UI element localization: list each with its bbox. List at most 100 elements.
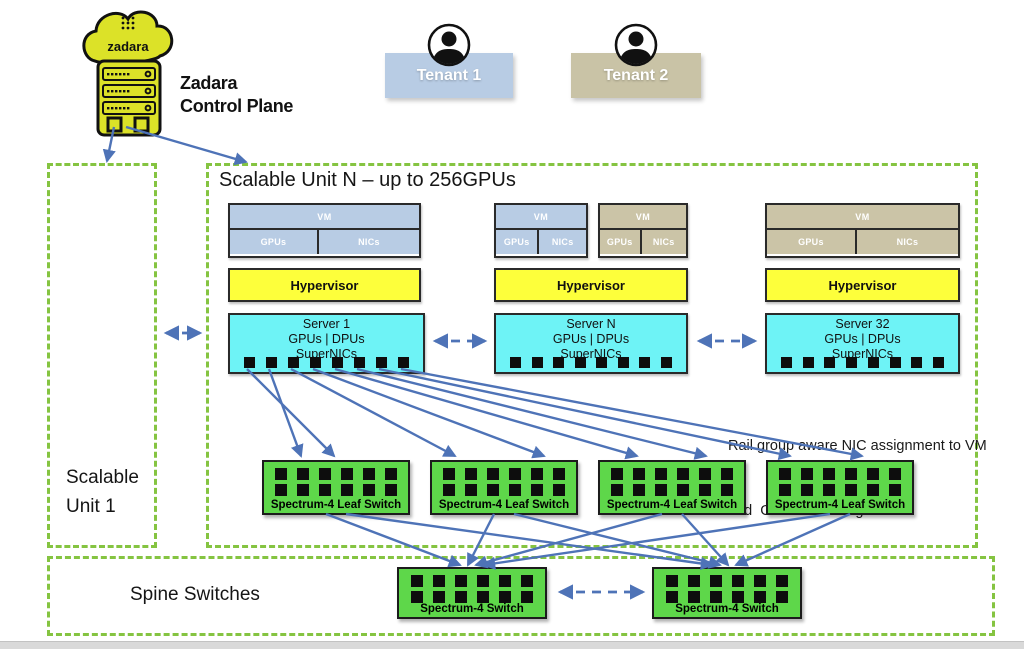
spine-switch-1: Spectrum-4 Switch: [397, 567, 547, 619]
port-square: [710, 575, 722, 587]
vm-box-tenant2-server32: VM GPUs NICs: [765, 203, 960, 258]
leaf-switch-4-ports: [768, 468, 912, 496]
leaf-switch-1-label: Spectrum-4 Leaf Switch: [270, 499, 402, 511]
vm-box-tenant1-serverN: VM GPUs NICs: [494, 203, 588, 258]
leaf-switch-2: Spectrum-4 Leaf Switch: [430, 460, 578, 515]
server-32-nic-ports: [781, 357, 944, 368]
port-square: [499, 591, 511, 603]
vm-gpus-cell: GPUs: [767, 230, 855, 254]
vm-nics-cell: NICs: [639, 230, 686, 254]
port-square: [639, 357, 651, 368]
zadara-logo: zadara: [80, 6, 180, 146]
port-square: [266, 357, 277, 368]
port-square: [779, 468, 791, 480]
tenant-2-box: Tenant 2: [571, 53, 701, 98]
leaf-switch-3: Spectrum-4 Leaf Switch: [598, 460, 746, 515]
tenant-2-user-icon: [613, 22, 659, 73]
vm-gpus-cell: GPUs: [600, 230, 640, 254]
port-square: [499, 575, 511, 587]
port-square: [531, 468, 543, 480]
port-square: [465, 484, 477, 496]
port-square: [553, 357, 565, 368]
server-32-name: Server 32: [835, 317, 890, 331]
server-32-gpus-dpus: GPUs | DPUs: [824, 331, 901, 346]
port-square: [244, 357, 255, 368]
port-square: [867, 468, 879, 480]
scalable-unit-1-label: Scalable Unit 1: [66, 467, 139, 518]
leaf-switch-3-ports: [600, 468, 744, 496]
port-square: [677, 468, 689, 480]
port-square: [433, 591, 445, 603]
port-square: [465, 468, 477, 480]
server-1-name: Server 1: [302, 317, 351, 331]
port-square: [477, 591, 489, 603]
tenant-1-label: Tenant 1: [416, 66, 482, 84]
port-square: [411, 575, 423, 587]
port-square: [633, 468, 645, 480]
port-square: [611, 484, 623, 496]
port-square: [553, 468, 565, 480]
port-square: [846, 357, 858, 368]
leaf-switch-1-ports: [264, 468, 408, 496]
port-square: [617, 357, 629, 368]
leaf-switch-4: Spectrum-4 Leaf Switch: [766, 460, 914, 515]
spine-switch-2-label: Spectrum-4 Switch: [675, 603, 779, 615]
vm-header: VM: [600, 205, 686, 230]
port-square: [553, 484, 565, 496]
port-square: [509, 468, 521, 480]
port-square: [332, 357, 343, 368]
port-square: [341, 484, 353, 496]
port-square: [655, 468, 667, 480]
vm-box-tenant1-server1: VM GPUs NICs: [228, 203, 421, 258]
server-n-name: Server N: [566, 317, 616, 331]
vm-box-tenant2-serverN: VM GPUs NICs: [598, 203, 688, 258]
port-square: [596, 357, 608, 368]
server-1-box: Server 1 GPUs | DPUs SuperNICs: [228, 313, 425, 374]
port-square: [655, 484, 667, 496]
port-square: [385, 468, 397, 480]
port-square: [297, 484, 309, 496]
port-square: [732, 591, 744, 603]
zadara-cloud-server-icon: zadara: [82, 10, 174, 137]
control-plane-label-line1: Zadara: [180, 73, 238, 93]
port-square: [487, 468, 499, 480]
vm-header: VM: [230, 205, 419, 230]
zadara-logo-text: zadara: [107, 39, 149, 54]
port-square: [319, 484, 331, 496]
hypervisor-server32: Hypervisor: [765, 268, 960, 302]
port-square: [776, 575, 788, 587]
spine-switch-2: Spectrum-4 Switch: [652, 567, 802, 619]
control-plane-label: Zadara Control Plane: [180, 72, 293, 117]
spine-switch-1-label: Spectrum-4 Switch: [420, 603, 524, 615]
server-1-gpus-dpus: GPUs | DPUs: [288, 331, 365, 346]
port-square: [341, 468, 353, 480]
control-plane-label-line2: Control Plane: [180, 95, 294, 116]
port-square: [677, 484, 689, 496]
port-square: [732, 575, 744, 587]
port-square: [455, 591, 467, 603]
server-1-nic-ports: [244, 357, 409, 368]
port-square: [363, 484, 375, 496]
port-square: [776, 591, 788, 603]
port-square: [376, 357, 387, 368]
vm-nics-cell: NICs: [854, 230, 958, 254]
port-square: [297, 468, 309, 480]
port-square: [823, 468, 835, 480]
port-square: [721, 468, 733, 480]
port-square: [889, 484, 901, 496]
port-square: [754, 575, 766, 587]
leaf-switch-2-label: Spectrum-4 Leaf Switch: [438, 499, 570, 511]
port-square: [802, 357, 814, 368]
port-square: [666, 591, 678, 603]
port-square: [779, 484, 791, 496]
port-square: [477, 575, 489, 587]
port-square: [275, 484, 287, 496]
hypervisor-server1: Hypervisor: [228, 268, 421, 302]
port-square: [845, 484, 857, 496]
port-square: [801, 468, 813, 480]
port-square: [521, 575, 533, 587]
port-square: [275, 468, 287, 480]
scalable-unit-n-title: Scalable Unit N – up to 256GPUs: [219, 169, 516, 191]
rail-group-annotation-line1: Rail group aware NIC assignment to VM: [728, 437, 987, 454]
